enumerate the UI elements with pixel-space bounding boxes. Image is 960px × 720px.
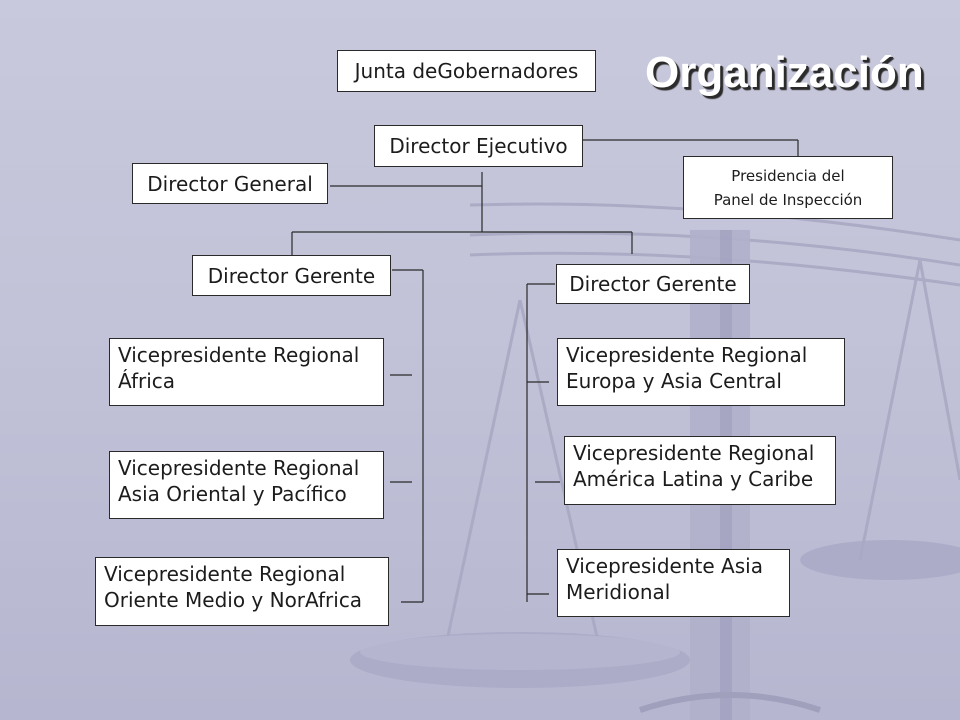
presidencia-panel-label-line-2: Panel de Inspección xyxy=(713,190,863,209)
vp-america-latina-box: Vicepresidente Regional América Latina y… xyxy=(564,436,836,505)
vp-oriente-medio-box: Vicepresidente Regional Oriente Medio y … xyxy=(95,557,389,626)
vp-africa-label-line-2: África xyxy=(118,369,176,393)
director-general-label: Director General xyxy=(147,171,313,196)
director-ejecutivo-box: Director Ejecutivo xyxy=(374,125,583,167)
director-ejecutivo-label: Director Ejecutivo xyxy=(389,134,568,158)
vp-asia-meridional-box: Vicepresidente Asia Meridional xyxy=(557,549,790,617)
vp-asia-oriental-box: Vicepresidente Regional Asia Oriental y … xyxy=(109,451,384,519)
vp-oriente-medio-label-line-1: Vicepresidente Regional xyxy=(104,562,346,586)
presidencia-panel-box: Presidencia del Panel de Inspección xyxy=(683,156,893,219)
vp-africa-box: Vicepresidente Regional África xyxy=(109,338,384,406)
vp-america-latina-label-line-1: Vicepresidente Regional xyxy=(573,441,815,465)
director-gerente-right-box: Director Gerente xyxy=(556,264,750,304)
vp-asia-oriental-label-line-1: Vicepresidente Regional xyxy=(118,456,360,480)
director-gerente-left-label: Director Gerente xyxy=(207,263,376,288)
junta-gobernadores-label: Junta deGobernadores xyxy=(354,59,579,83)
vp-asia-oriental-label-line-2: Asia Oriental y Pacífico xyxy=(118,482,347,506)
vp-asia-meridional-label-line-2: Meridional xyxy=(566,580,671,604)
vp-europa-box: Vicepresidente Regional Europa y Asia Ce… xyxy=(557,338,845,406)
vp-oriente-medio-label-line-2: Oriente Medio y NorAfrica xyxy=(104,588,363,612)
page-title: Organización xyxy=(645,48,924,97)
vp-europa-label-line-2: Europa y Asia Central xyxy=(566,369,782,393)
presidencia-panel-label-line-1: Presidencia del xyxy=(731,166,845,185)
director-gerente-left-box: Director Gerente xyxy=(192,255,391,296)
vp-asia-meridional-label-line-1: Vicepresidente Asia xyxy=(566,554,763,578)
vp-africa-label-line-1: Vicepresidente Regional xyxy=(118,343,360,367)
vp-america-latina-label-line-2: América Latina y Caribe xyxy=(573,467,814,491)
vp-europa-label-line-1: Vicepresidente Regional xyxy=(566,343,808,367)
director-general-box: Director General xyxy=(132,163,328,204)
director-gerente-right-label: Director Gerente xyxy=(569,272,737,296)
junta-gobernadores-box: Junta deGobernadores xyxy=(337,50,596,92)
